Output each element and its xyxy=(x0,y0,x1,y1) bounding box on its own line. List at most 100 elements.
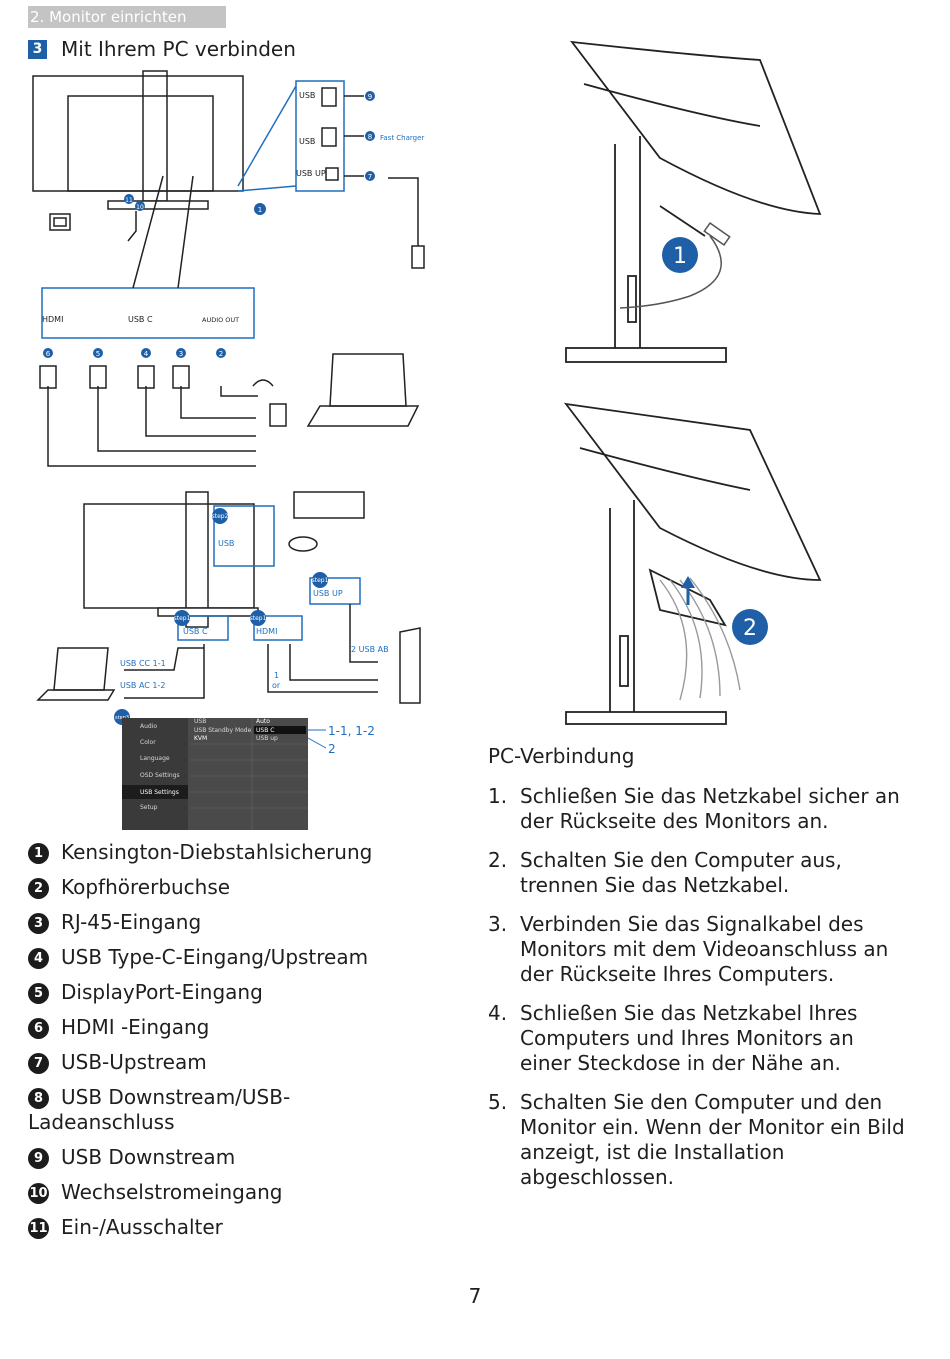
step-badge-a: step2 xyxy=(212,513,229,520)
step-number: 3. xyxy=(488,912,508,936)
one-label: 1 xyxy=(274,671,279,680)
callout-4: 4 xyxy=(144,350,149,358)
legend-number: 11 xyxy=(28,1218,49,1239)
legend-number: 8 xyxy=(28,1088,49,1109)
osd-item-osd-settings: OSD Settings xyxy=(140,772,180,779)
legend-number: 5 xyxy=(28,983,49,1004)
usb-c-label: USB C xyxy=(183,627,208,636)
osd-item-setup: Setup xyxy=(140,804,158,811)
legend-text: USB Type-C-Eingang/Upstream xyxy=(61,945,369,969)
section-number: 3 xyxy=(28,39,47,59)
osd-item-audio: Audio xyxy=(140,723,157,730)
step-number: 5. xyxy=(488,1090,508,1114)
step-text: Schließen Sie das Netzkabel Ihres Comput… xyxy=(520,1001,858,1075)
page-number: 7 xyxy=(468,1284,482,1308)
legend-text: Wechselstromeingang xyxy=(61,1180,283,1204)
legend-item: 9 USB Downstream xyxy=(28,1145,428,1170)
legend-text: Kopfhörerbuchse xyxy=(61,875,231,899)
step-text: Verbinden Sie das Signalkabel des Monito… xyxy=(520,912,889,986)
usb-ac-label: USB AC 1-2 xyxy=(120,681,166,690)
section-heading: 3 Mit Ihrem PC verbinden xyxy=(28,36,296,62)
osd-right-usbup: USB up xyxy=(256,735,278,742)
diagram-ports-overview: USB USB USB UP Fast Charger HDMI USB C A… xyxy=(32,70,425,467)
step-number: 4. xyxy=(488,1001,508,1025)
legend-text: HDMI -Eingang xyxy=(61,1015,210,1039)
callout-1: 1 xyxy=(258,206,262,214)
figure-badge-1: 1 xyxy=(673,244,687,269)
step-item: 2. Schalten Sie den Computer aus, trennen… xyxy=(488,848,908,898)
figure-badge-2: 2 xyxy=(743,616,757,641)
callout-9: 9 xyxy=(368,93,372,101)
legend-item: 11 Ein-/Ausschalter xyxy=(28,1215,428,1240)
legend-item: 1 Kensington-Diebstahlsicherung xyxy=(28,840,428,865)
legend-text: Ein-/Ausschalter xyxy=(61,1215,223,1239)
osd-mid-usb: USB xyxy=(194,718,206,725)
step-item: 3. Verbinden Sie das Signalkabel des Moni… xyxy=(488,912,908,987)
step-text: Schalten Sie den Computer und den Monito… xyxy=(520,1090,905,1189)
usb-label-1: USB xyxy=(299,91,315,100)
legend-text: USB Downstream/USB-Ladeanschluss xyxy=(28,1085,291,1134)
osd-callout-b: 2 xyxy=(328,742,336,756)
step-text: Schalten Sie den Computer aus, trennen S… xyxy=(520,848,842,897)
usb-ab-label: 2 USB AB xyxy=(351,645,389,654)
osd-right-auto: Auto xyxy=(256,718,270,725)
legend-number: 10 xyxy=(28,1183,49,1204)
osd-right-usbc: USB C xyxy=(256,727,274,734)
legend-item: 5 DisplayPort-Eingang xyxy=(28,980,428,1005)
usb-cc-label: USB CC 1-1 xyxy=(120,659,166,668)
hdmi-label: HDMI xyxy=(256,627,277,636)
callout-3: 3 xyxy=(179,350,183,358)
figure-monitor-power: 1 xyxy=(565,40,822,363)
osd-mid-kvm: KVM xyxy=(194,735,207,742)
callout-5: 5 xyxy=(96,350,100,358)
fast-charger-label: Fast Charger xyxy=(380,134,424,142)
step-item: 1. Schließen Sie das Netzkabel sicher an … xyxy=(488,784,908,834)
chapter-tab: 2. Monitor einrichten xyxy=(28,6,226,28)
callout-8: 8 xyxy=(368,133,372,141)
pc-connection-steps: 1. Schließen Sie das Netzkabel sicher an … xyxy=(488,784,908,1204)
diagram-kvm-setup: USB USB UP USB C HDMI 2 USB AB USB CC 1-… xyxy=(36,491,421,704)
legend-number: 1 xyxy=(28,843,49,864)
legend-number: 3 xyxy=(28,913,49,934)
legend-number: 9 xyxy=(28,1148,49,1169)
port-audio-label: AUDIO OUT xyxy=(202,316,239,324)
osd-mid-standby: USB Standby Mode xyxy=(194,727,252,734)
legend-item: 4 USB Type-C-Eingang/Upstream xyxy=(28,945,428,970)
or-label: or xyxy=(272,681,281,690)
step-item: 5. Schalten Sie den Computer und den Moni… xyxy=(488,1090,908,1190)
callout-10: 10 xyxy=(136,204,144,211)
port-usbc-label: USB C xyxy=(128,315,153,324)
osd-callout-a: 1-1, 1-2 xyxy=(328,724,375,738)
legend-number: 2 xyxy=(28,878,49,899)
legend-text: RJ-45-Eingang xyxy=(61,910,202,934)
step-number: 2. xyxy=(488,848,508,872)
figure-cable-management: 2 xyxy=(563,402,822,725)
usb-up-label: USB UP xyxy=(296,169,326,178)
step-text: Schließen Sie das Netzkabel sicher an de… xyxy=(520,784,900,833)
legend-number: 6 xyxy=(28,1018,49,1039)
callout-6: 6 xyxy=(46,350,51,358)
step-badge-c: step1 xyxy=(174,615,191,622)
legend-list: 1 Kensington-Diebstahlsicherung 2 Kopfhöre… xyxy=(28,840,428,1250)
usb-label: USB xyxy=(218,539,234,548)
step-badge-d: step1 xyxy=(250,615,267,622)
port-hdmi-label: HDMI xyxy=(42,315,63,324)
osd-item-language: Language xyxy=(140,755,170,762)
legend-item: 6 HDMI -Eingang xyxy=(28,1015,428,1040)
osd-menu-content: step3 Audio Color Language OSD Settings … xyxy=(114,709,375,830)
step-number: 1. xyxy=(488,784,508,808)
osd-item-usb-settings: USB Settings xyxy=(140,789,179,796)
callout-11: 11 xyxy=(125,197,133,204)
legend-text: DisplayPort-Eingang xyxy=(61,980,263,1004)
legend-text: Kensington-Diebstahlsicherung xyxy=(61,840,373,864)
legend-text: USB Downstream xyxy=(61,1145,236,1169)
section-title: Mit Ihrem PC verbinden xyxy=(61,37,296,61)
legend-item: 3 RJ-45-Eingang xyxy=(28,910,428,935)
usb-label-2: USB xyxy=(299,137,315,146)
legend-item: 2 Kopfhörerbuchse xyxy=(28,875,428,900)
legend-item: 10 Wechselstromeingang xyxy=(28,1180,428,1205)
legend-number: 4 xyxy=(28,948,49,969)
step-item: 4. Schließen Sie das Netzkabel Ihres Comp… xyxy=(488,1001,908,1076)
